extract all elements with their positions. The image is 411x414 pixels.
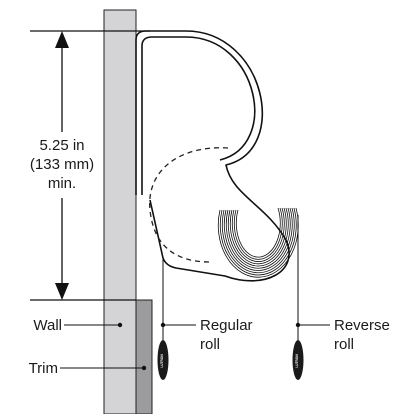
reverse-pull-icon: [292, 340, 304, 380]
shade-housing: [135, 30, 290, 282]
regular-roll-pull: LUTRON: [157, 340, 169, 380]
regular-pull-icon: [157, 340, 169, 380]
housing-inner-outline: [141, 36, 256, 195]
wall-label: Wall: [33, 317, 62, 334]
regular-roll-label-line2: roll: [200, 336, 220, 353]
reverse-roll-dashed-path: [149, 147, 229, 263]
arrow-up-icon: [55, 31, 69, 48]
dimension-marker: [30, 30, 150, 301]
reverse-pull-brand: LUTRON: [295, 354, 299, 368]
dimension-value: 5.25 in: [39, 137, 84, 154]
housing-outer-outline: [135, 30, 290, 282]
fabric-roll: [217, 207, 299, 278]
dimension-qualifier: min.: [48, 175, 76, 192]
arrow-down-icon: [55, 283, 69, 300]
wall: [103, 9, 137, 414]
reverse-roll-label-line2: roll: [334, 336, 354, 353]
trim-label: Trim: [29, 360, 58, 377]
reverse-roll-leader-dot: [295, 322, 301, 328]
trim: [135, 299, 153, 414]
label-leaders: [60, 324, 330, 369]
regular-pull-brand: LUTRON: [160, 354, 164, 368]
reverse-roll-label-line1: Reverse: [334, 317, 390, 334]
wall-leader-dot: [117, 322, 123, 328]
regular-roll-label-line1: Regular: [200, 317, 253, 334]
reverse-roll-pull: LUTRON: [292, 340, 304, 380]
dimension-metric: (133 mm): [30, 156, 94, 173]
trim-leader-dot: [141, 365, 147, 371]
regular-roll-leader-dot: [160, 322, 166, 328]
